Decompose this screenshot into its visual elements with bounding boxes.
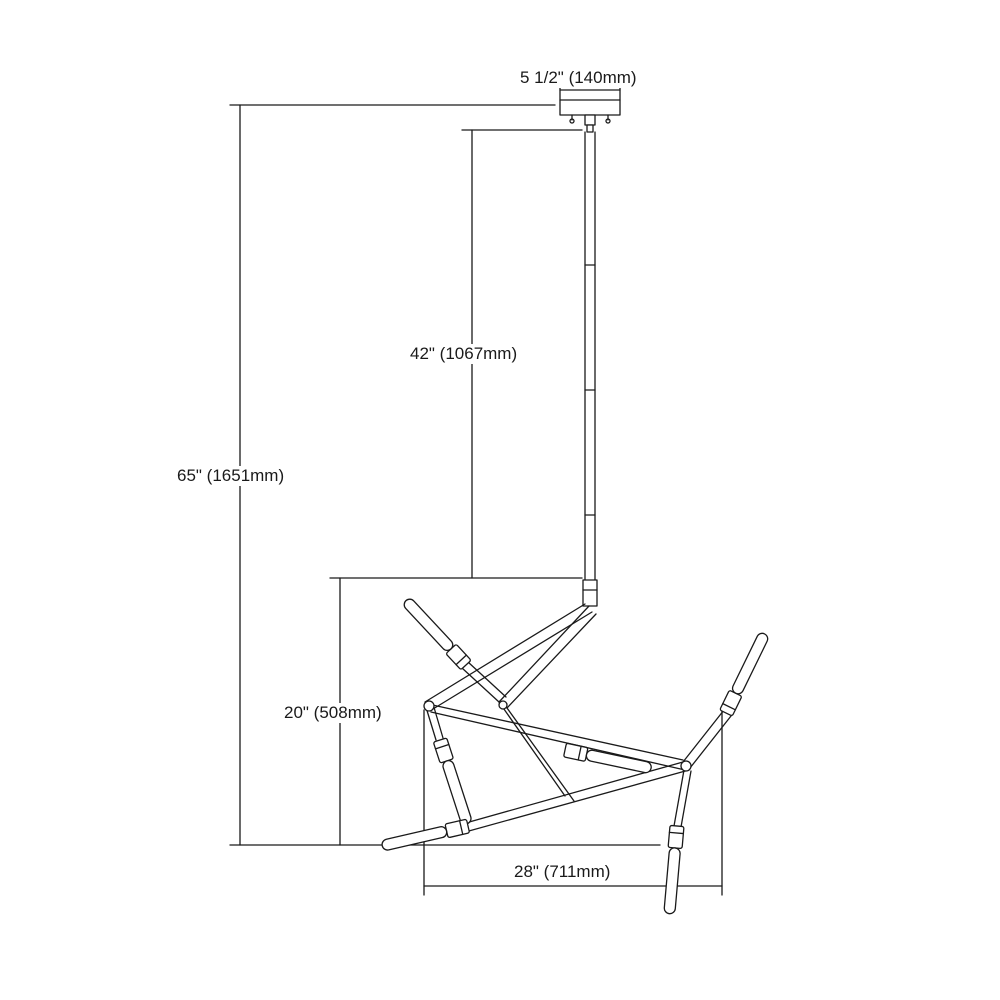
- body-width-label: 28" (711mm): [512, 862, 613, 882]
- bulb-upper-left: [403, 598, 471, 670]
- bulb-center: [563, 742, 652, 774]
- body-height-label: 20" (508mm): [282, 703, 384, 723]
- dimension-lines: [229, 81, 723, 896]
- downrod: [582, 131, 598, 607]
- frame-arms: [423, 603, 732, 835]
- bulb-lower-left: [433, 737, 472, 825]
- bulb-upper-right: [719, 632, 769, 717]
- bulb-bottom-left: [381, 818, 470, 851]
- canopy: [559, 99, 621, 133]
- canopy-width-label: 5 1/2" (140mm): [518, 68, 639, 88]
- rod-height-label: 42" (1067mm): [408, 344, 520, 364]
- total-height-label: 65" (1651mm): [175, 466, 287, 486]
- bulb-lower-right: [663, 824, 685, 915]
